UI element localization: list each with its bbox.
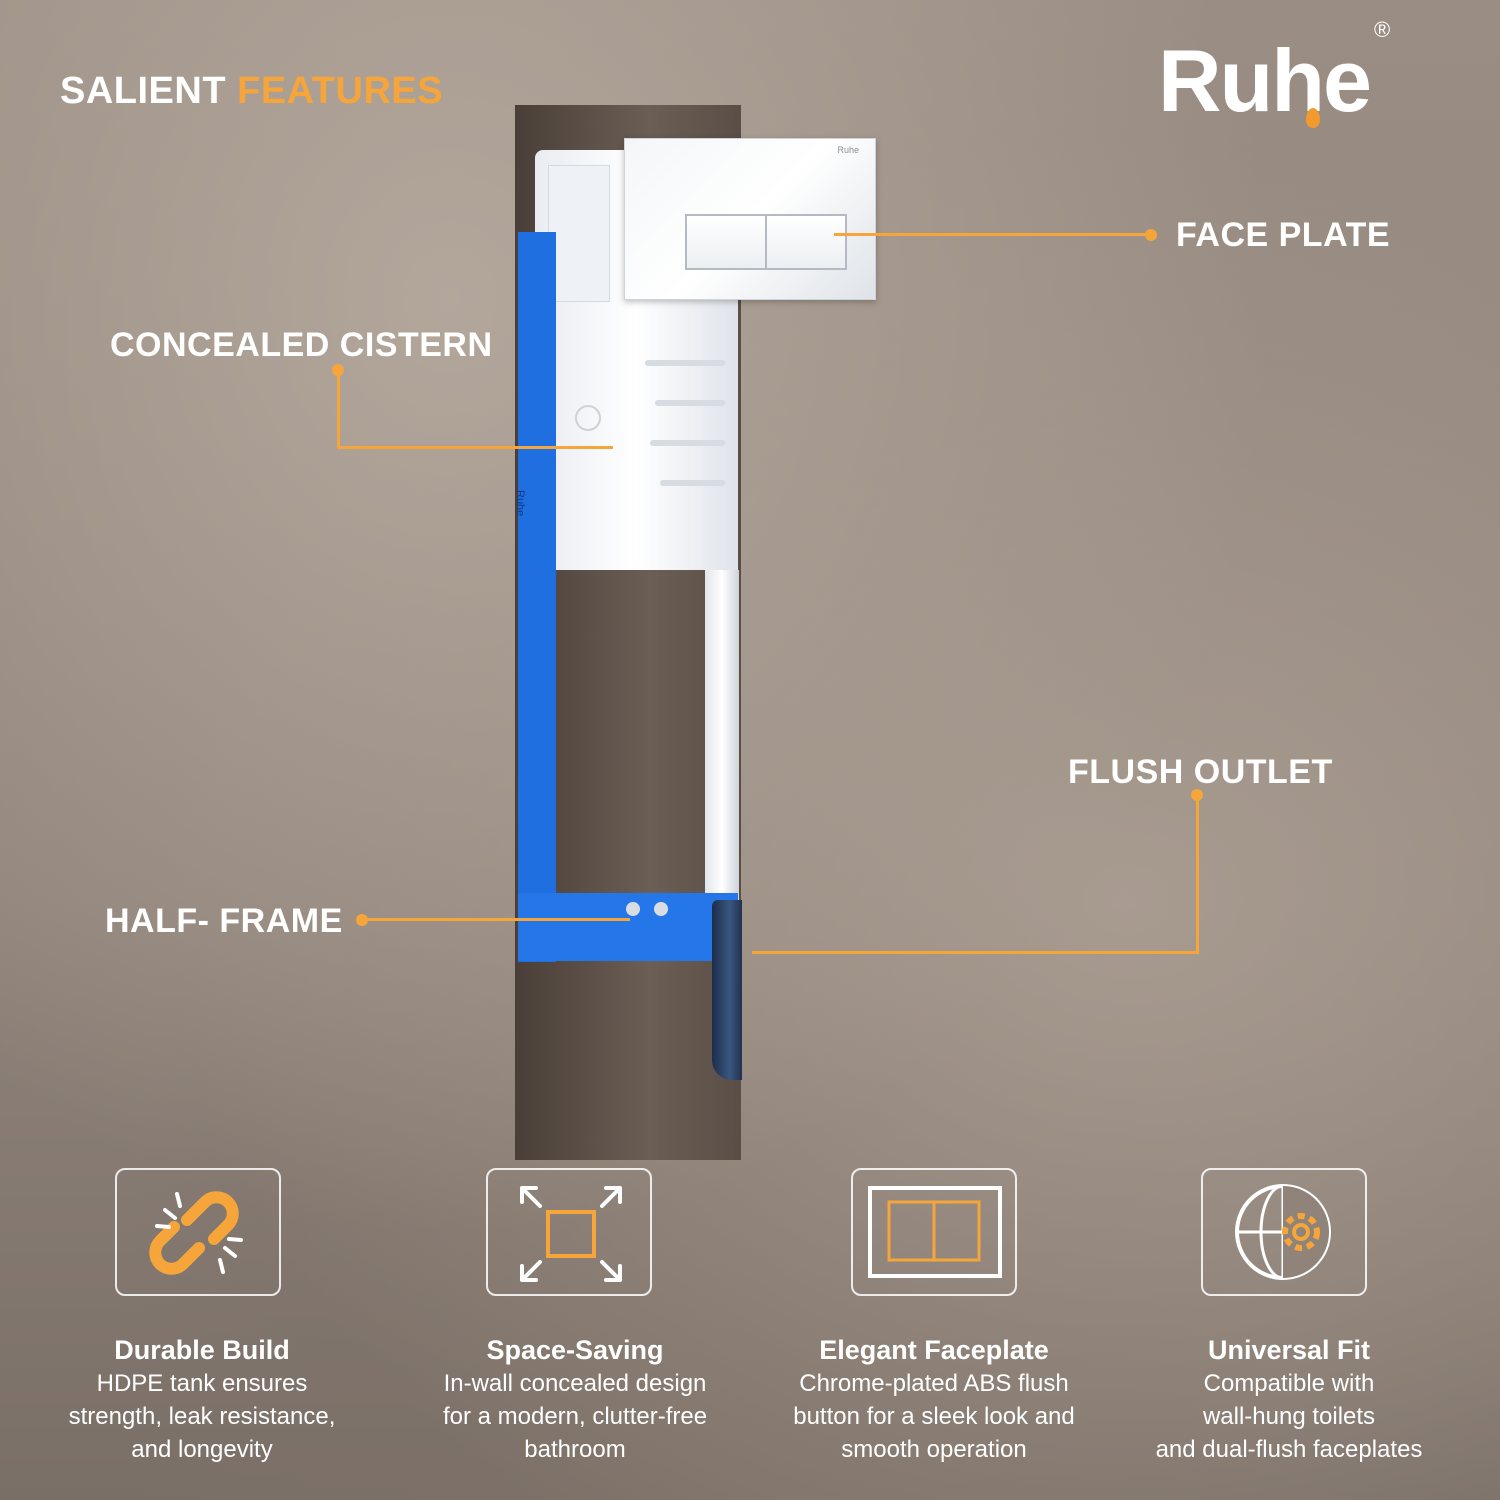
water-drop-icon — [1306, 108, 1320, 128]
tank-port — [575, 405, 601, 431]
concealed-cistern-leader-h — [337, 446, 613, 449]
feature-desc-line: for a modern, clutter-free — [442, 1403, 708, 1430]
face-plate: Ruhe — [624, 138, 876, 300]
globe-gear-icon — [1235, 1184, 1331, 1280]
concealed-cistern-leader-v — [337, 370, 340, 448]
feature-card-faceplate — [851, 1168, 1017, 1296]
half-frame-post — [518, 232, 556, 962]
feature-title: Elegant Faceplate — [819, 1335, 1049, 1365]
flush-pipe — [705, 570, 739, 900]
tank-rib — [655, 400, 725, 406]
frame-brand-text: Ruhe — [514, 490, 526, 517]
brand-logo: Ruhe® — [1158, 17, 1390, 132]
feature-desc-line: button for a sleek look and — [793, 1403, 1075, 1430]
feature-desc-line: and longevity — [131, 1436, 273, 1463]
tank-rib — [645, 360, 725, 366]
feature-desc-line: Chrome-plated ABS flush — [799, 1370, 1069, 1397]
feature-title: Durable Build — [114, 1335, 290, 1365]
feature-desc-line: strength, leak resistance, — [68, 1403, 336, 1430]
feature-desc-line: and dual-flush faceplates — [1155, 1436, 1423, 1463]
title-part-2: FEATURES — [237, 70, 444, 112]
title-part-1: SALIENT — [60, 70, 227, 112]
feature-faceplate: Elegant Faceplate Chrome-plated ABS flus… — [769, 1333, 1099, 1466]
tank-rib — [660, 480, 725, 486]
feature-card-durable — [115, 1168, 281, 1296]
broken-chain-icon — [149, 1191, 243, 1275]
frame-bolt — [626, 902, 640, 916]
feature-card-universal — [1201, 1168, 1367, 1296]
flush-outlet-leader-h — [752, 951, 1199, 954]
feature-space: Space-Saving In-wall concealed design fo… — [410, 1333, 740, 1466]
tank-rib — [650, 440, 725, 446]
half-flush-button — [685, 214, 767, 270]
feature-desc-line: smooth operation — [841, 1436, 1027, 1463]
feature-desc-line: HDPE tank ensures — [96, 1370, 308, 1397]
face-plate-leader-line — [834, 233, 1150, 236]
feature-desc-line: wall-hung toilets — [1202, 1403, 1376, 1430]
feature-desc-line: bathroom — [524, 1436, 626, 1463]
flush-outlet-bend — [712, 900, 742, 1080]
expand-arrows-icon — [520, 1186, 622, 1282]
feature-durable: Durable Build HDPE tank ensures strength… — [37, 1333, 367, 1466]
face-plate-brand: Ruhe — [837, 145, 859, 155]
logo-text: Ruhe — [1158, 31, 1372, 130]
full-flush-button — [765, 214, 847, 270]
feature-card-space — [486, 1168, 652, 1296]
registered-mark: ® — [1374, 16, 1390, 42]
feature-title: Space-Saving — [486, 1335, 664, 1365]
half-frame-leader-line — [362, 918, 630, 921]
feature-universal: Universal Fit Compatible with wall-hung … — [1124, 1333, 1454, 1466]
half-frame-label: HALF- FRAME — [105, 902, 343, 940]
flush-outlet-leader-v — [1196, 795, 1199, 954]
frame-bolt — [654, 902, 668, 916]
tank-inlet-panel — [548, 165, 610, 302]
flush-outlet-label: FLUSH OUTLET — [1068, 753, 1333, 791]
feature-title: Universal Fit — [1207, 1335, 1371, 1365]
dual-flush-plate-icon — [868, 1186, 1002, 1278]
feature-desc-line: Compatible with — [1203, 1370, 1375, 1397]
page-title: SALIENT FEATURES — [60, 70, 443, 113]
face-plate-marker — [1145, 229, 1157, 241]
concealed-cistern-label: CONCEALED CISTERN — [110, 326, 493, 364]
feature-desc-line: In-wall concealed design — [443, 1370, 707, 1397]
face-plate-label: FACE PLATE — [1176, 216, 1391, 254]
